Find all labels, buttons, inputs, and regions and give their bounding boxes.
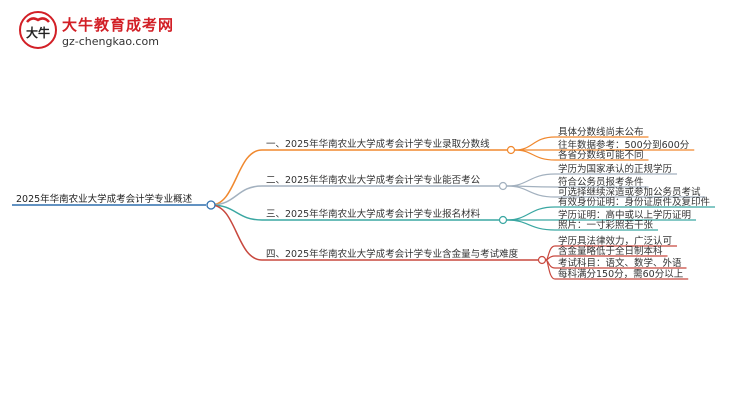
logo-mark-text: 大牛 — [26, 25, 50, 40]
leaf-label: 每科满分150分，需60分以上 — [558, 268, 684, 280]
ox-logo-icon: 大牛 — [19, 11, 57, 49]
leaf-label: 含金量略低于全日制本科 — [558, 245, 663, 257]
leaf-label: 具体分数线尚未公布 — [558, 126, 644, 138]
root-node — [206, 200, 216, 210]
leaf-connector — [506, 185, 556, 198]
branch-connector — [210, 149, 263, 206]
branch-label: 三、2025年华南农业大学成考会计学专业报名材料 — [266, 208, 481, 220]
leaf-label: 各省分数线可能不同 — [558, 149, 644, 161]
leaf-label: 照片：一寸彩照若干张 — [558, 219, 654, 231]
leaf-label: 往年数据参考：500分到600分 — [558, 139, 690, 151]
branch-label: 四、2025年华南农业大学成考会计学专业含金量与考试难度 — [266, 248, 519, 260]
leaf-label: 学历具法律效力，广泛认可 — [558, 235, 672, 247]
leaf-label: 可选择继续深造或参加公务员考试 — [558, 186, 701, 198]
leaf-label: 符合公务员报考条件 — [558, 176, 644, 188]
leaf-connector — [506, 173, 556, 187]
branch-connector — [210, 185, 263, 206]
site-logo[interactable]: 大牛 大牛教育成考网 gz-chengkao.com — [18, 10, 173, 54]
leaf-label: 有效身份证明：身份证原件及复印件 — [558, 196, 711, 208]
branch-label: 二、2025年华南农业大学成考会计学专业能否考公 — [266, 174, 481, 186]
leaf-connector — [545, 245, 556, 261]
leaf-connector — [545, 259, 556, 280]
branch-label: 一、2025年华南农业大学成考会计学专业录取分数线 — [266, 138, 490, 150]
leaf-label: 考试科目：语文、数学、外语 — [558, 257, 682, 269]
leaf-label: 学历证明：高中或以上学历证明 — [558, 209, 691, 221]
leaf-label: 学历为国家承认的正规学历 — [558, 163, 672, 175]
branch-node — [498, 215, 508, 225]
leaf-connector — [506, 219, 556, 231]
branch-node — [537, 255, 547, 265]
site-url: gz-chengkao.com — [62, 35, 159, 48]
site-title: 大牛教育成考网 — [62, 16, 175, 34]
branch-connector — [210, 204, 263, 221]
root-label: 2025年华南农业大学成考会计学专业概述 — [16, 193, 193, 205]
branch-node — [498, 181, 508, 191]
leaf-connector — [506, 206, 556, 221]
branch-connector — [210, 204, 263, 261]
branch-node — [506, 145, 516, 155]
leaf-connector — [514, 149, 556, 161]
leaf-connector — [514, 136, 556, 151]
